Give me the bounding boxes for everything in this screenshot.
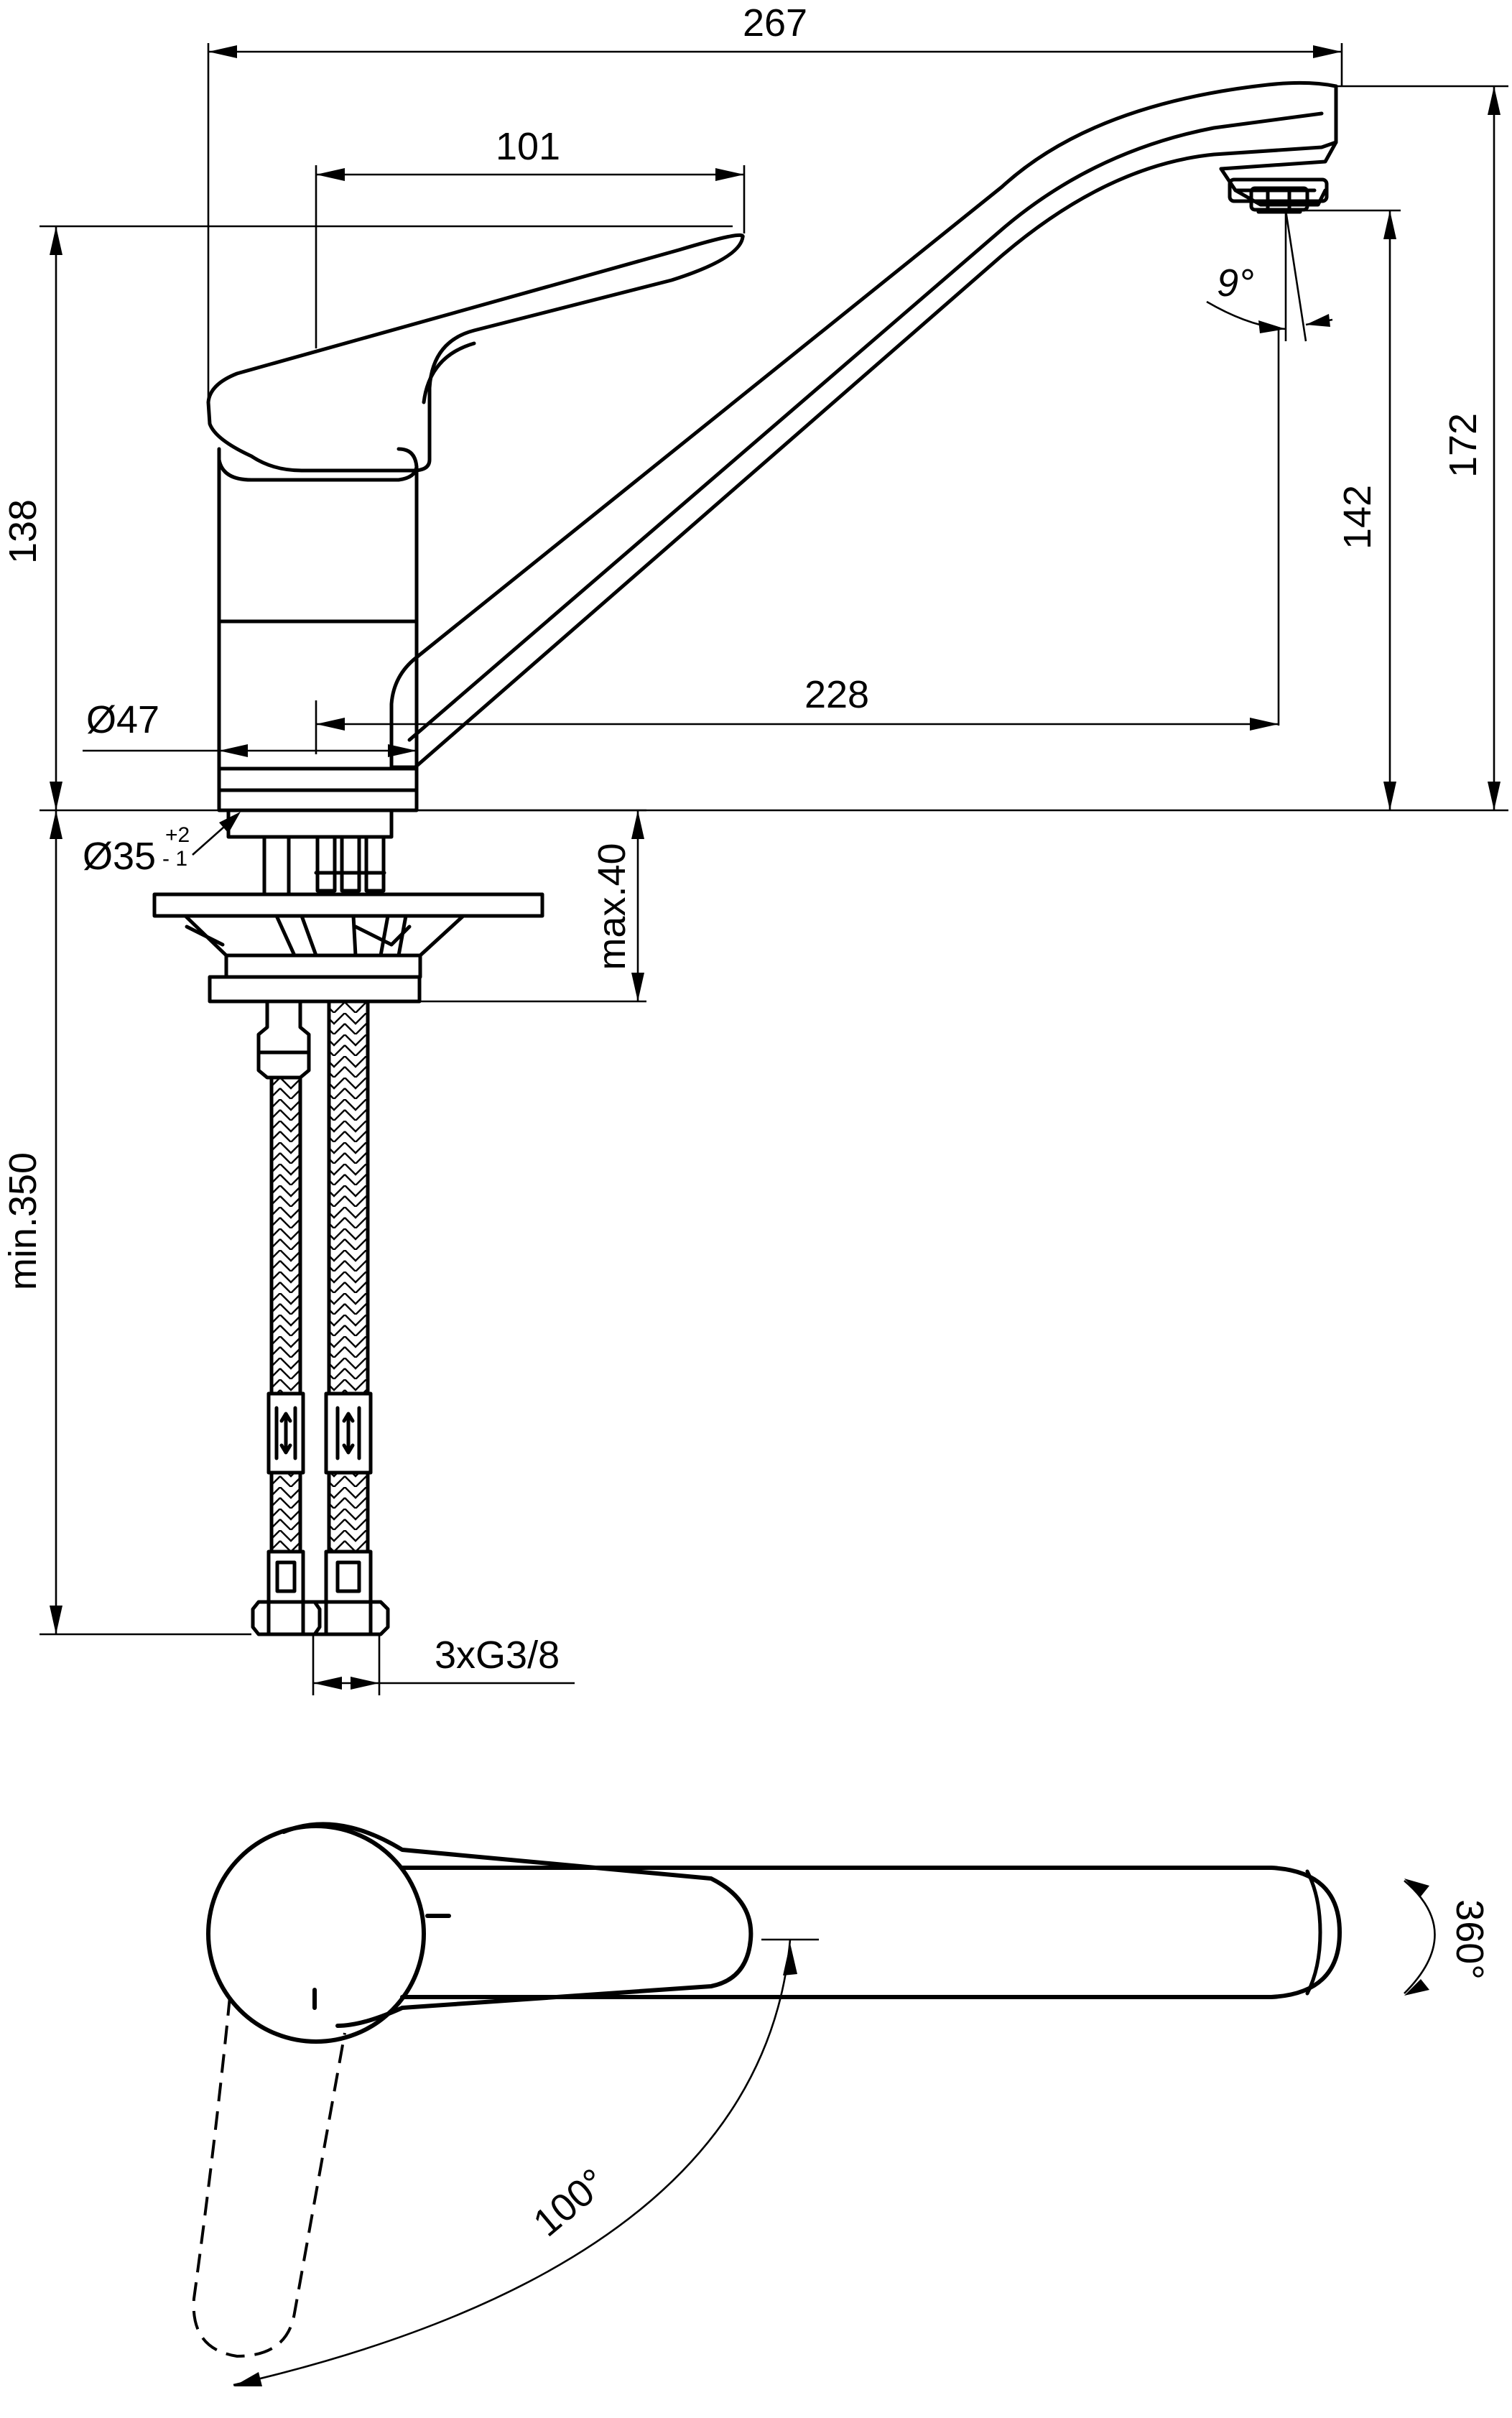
dim-hole-diameter: Ø35	[83, 835, 156, 878]
mounting-shank	[226, 808, 394, 897]
side-view	[152, 80, 1338, 1636]
lever-handle	[206, 233, 745, 473]
mounting-bracket	[152, 892, 544, 1004]
dim-spout-height: 142	[1336, 485, 1379, 550]
dim-connection-thread: 3xG3/8	[435, 1634, 560, 1677]
dim-spout-reach: 228	[804, 673, 869, 716]
dimension-labels: 267 101 138 Ø47 228 9° 142 172 Ø35 +2 - …	[1, 1, 1491, 2245]
dimension-lines	[40, 43, 1508, 1695]
dim-hole-tolerance-plus: +2	[165, 823, 190, 847]
flex-hoses	[251, 999, 390, 1636]
hose-end-fittings	[251, 1550, 390, 1636]
hose-sleeves	[266, 1391, 373, 1475]
dim-lever-length: 101	[496, 125, 560, 168]
dim-max-thickness: max.40	[590, 843, 634, 970]
dim-total-height: 138	[1, 499, 45, 564]
dim-min-hose-length: min.350	[1, 1152, 45, 1290]
aerator	[1228, 177, 1329, 214]
spout	[389, 80, 1338, 769]
dim-spout-rotation: 360°	[1448, 1899, 1491, 1980]
dim-lever-rotation: 100°	[525, 2160, 614, 2245]
lever-rotated-position	[192, 1996, 346, 2358]
dim-hole-tolerance-minus: - 1	[162, 847, 187, 871]
lever-top-outline	[282, 1822, 753, 2028]
dim-base-diameter: Ø47	[86, 698, 159, 741]
tap-body	[217, 447, 419, 812]
spout-top-outline	[400, 1866, 1342, 1999]
dim-total-width: 267	[743, 1, 807, 45]
top-view	[192, 1822, 1436, 2386]
dim-spout-angle: 9°	[1217, 261, 1254, 305]
dim-overall-height: 172	[1442, 413, 1485, 478]
